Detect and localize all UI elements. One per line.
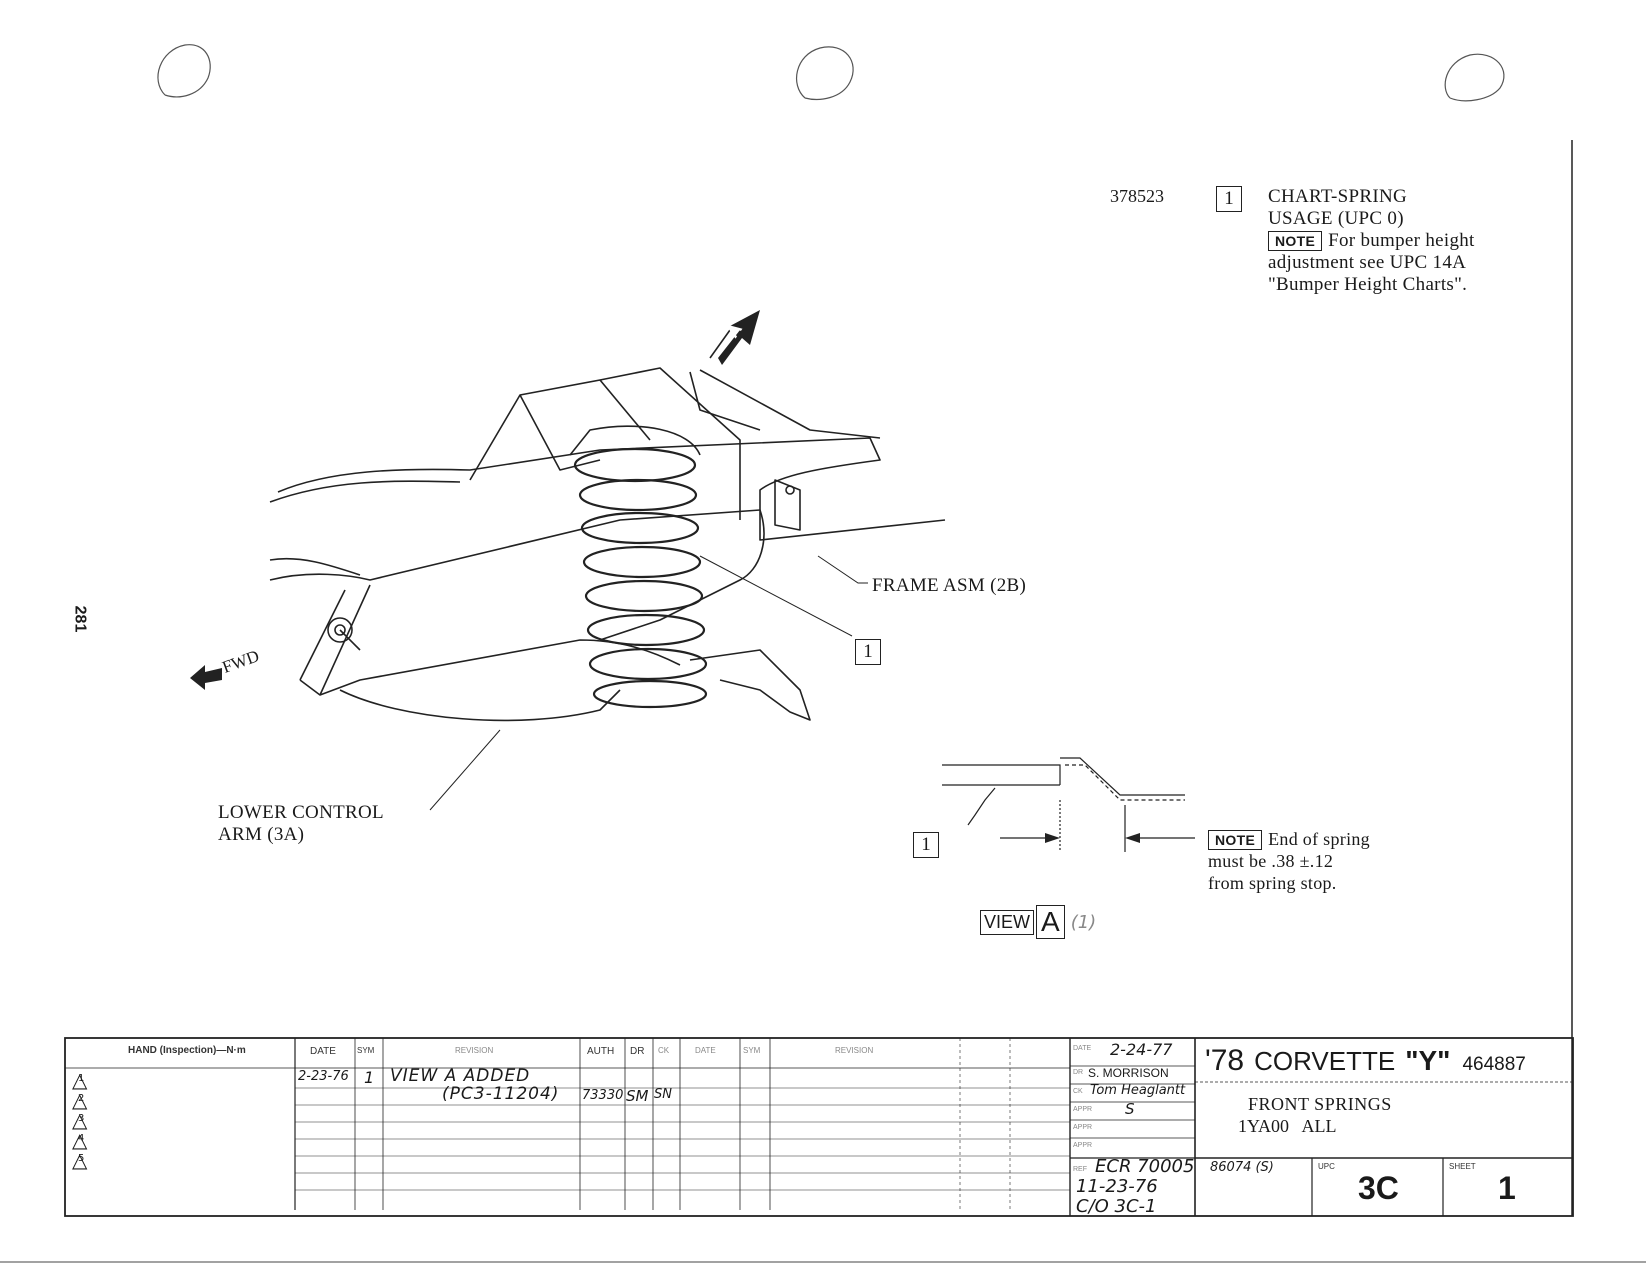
model-year: '78 (1205, 1044, 1245, 1077)
rev-header-date2: DATE (695, 1046, 716, 1055)
note-line2: adjustment see UPC 14A (1268, 252, 1467, 273)
sign-dr-label: DR (1073, 1069, 1084, 1076)
ref-line3: C/O 3C-1 (1076, 1196, 1157, 1217)
sign-appr3-label: APPR (1073, 1142, 1093, 1149)
sign-ck-label: CK (1073, 1088, 1083, 1095)
ref-line1: ECR 70005 (1095, 1156, 1195, 1177)
sign-appr2-label: APPR (1073, 1124, 1093, 1131)
upc-label: UPC (1318, 1162, 1335, 1171)
title-block-grid (64, 1037, 1574, 1217)
rev1-sym: 1 (364, 1068, 375, 1087)
rev-header-sym: SYM (357, 1046, 375, 1055)
rev-header-revision2: REVISION (835, 1046, 874, 1055)
chart-callout-index: 1 (1216, 186, 1242, 212)
spring-note-line1: End of spring (1268, 829, 1370, 849)
triangle-2: △2 (72, 1088, 88, 1112)
view-letter: A (1036, 905, 1065, 939)
view-a-detail (942, 757, 1195, 852)
triangle-4: △4 (72, 1128, 88, 1152)
chart-callout-line2: USAGE (UPC 0) (1268, 208, 1404, 229)
rev1-description-2: (PC3-11204) (442, 1084, 560, 1104)
punch-hole-left (157, 44, 211, 98)
note-line3: "Bumper Height Charts". (1268, 274, 1468, 295)
model-series: "Y" (1405, 1045, 1451, 1076)
suspension-illustration (269, 329, 946, 722)
view-word: VIEW (980, 909, 1035, 935)
spring-note-label: NOTE (1208, 830, 1263, 850)
sign-dr: S. MORRISON (1088, 1066, 1169, 1080)
rev1-description: VIEW A ADDED (390, 1066, 531, 1086)
rev-header-dr: DR (630, 1046, 645, 1057)
view-detail-index: 1 (913, 832, 939, 858)
chart-callout-line1: CHART-SPRING (1268, 186, 1408, 207)
drawing-title-line1: FRONT SPRINGS (1248, 1094, 1392, 1114)
page-number: 281 (71, 605, 89, 633)
sign-date-label: DATE (1073, 1045, 1092, 1052)
rev1-auth: 73330 (582, 1088, 624, 1103)
rev1-dr: SM (626, 1087, 649, 1105)
note-label: NOTE (1268, 231, 1323, 251)
model-name: CORVETTE (1254, 1046, 1396, 1076)
frame-asm-label: FRAME ASM (2B) (872, 575, 1027, 596)
sheet-value: 1 (1498, 1170, 1516, 1206)
view-a-label: VIEW A (1) (980, 905, 1096, 939)
upc-value: 3C (1358, 1170, 1399, 1206)
ref-line2: 11-23-76 (1076, 1176, 1158, 1197)
note-line1: For bumper height (1328, 230, 1475, 251)
model-title: '78 CORVETTE "Y" 464887 (1205, 1044, 1526, 1078)
triangle-3: △3 (72, 1108, 88, 1132)
sign-date: 2-24-77 (1110, 1040, 1173, 1059)
rev-header-ck: CK (658, 1046, 670, 1055)
rev1-ck: SN (654, 1087, 672, 1102)
rev-header-revision: REVISION (455, 1046, 494, 1055)
rev-header-sym2: SYM (743, 1046, 761, 1055)
view-suffix: (1) (1070, 911, 1097, 933)
sign-appr: S (1125, 1100, 1135, 1118)
spring-callout-index: 1 (855, 639, 881, 665)
rev-header-date: DATE (310, 1046, 336, 1057)
model-number: 464887 (1462, 1054, 1526, 1075)
drawing-code: 86074 (S) (1210, 1160, 1274, 1175)
spring-note-line2: must be .38 ±.12 (1208, 851, 1334, 871)
triangle-1: △1 (72, 1068, 88, 1092)
drawing-title-line2: 1YA00 ALL (1238, 1116, 1337, 1136)
ref-label: REF (1073, 1166, 1087, 1173)
sheet-label: SHEET (1449, 1162, 1476, 1171)
sign-ck-signature: Tom Heaglantt (1090, 1083, 1186, 1098)
lower-control-arm-label: LOWER CONTROL ARM (3A) (218, 802, 384, 846)
lower-arm-line1: LOWER CONTROL (218, 802, 384, 823)
torque-header: HAND (Inspection)—N·m (128, 1045, 246, 1056)
lower-arm-line2: ARM (3A) (218, 824, 305, 845)
sign-appr-label: APPR (1073, 1106, 1093, 1113)
triangle-5: △5 (72, 1148, 88, 1172)
punch-hole-right (1444, 53, 1505, 102)
fwd-arrow-icon (190, 665, 222, 690)
view-a-arrow (718, 310, 760, 365)
punch-hole-center (796, 46, 854, 101)
spring-note-line3: from spring stop. (1208, 873, 1337, 893)
rev-header-auth: AUTH (587, 1046, 615, 1057)
part-number: 378523 (1110, 186, 1164, 206)
rev1-date: 2-23-76 (298, 1069, 349, 1084)
